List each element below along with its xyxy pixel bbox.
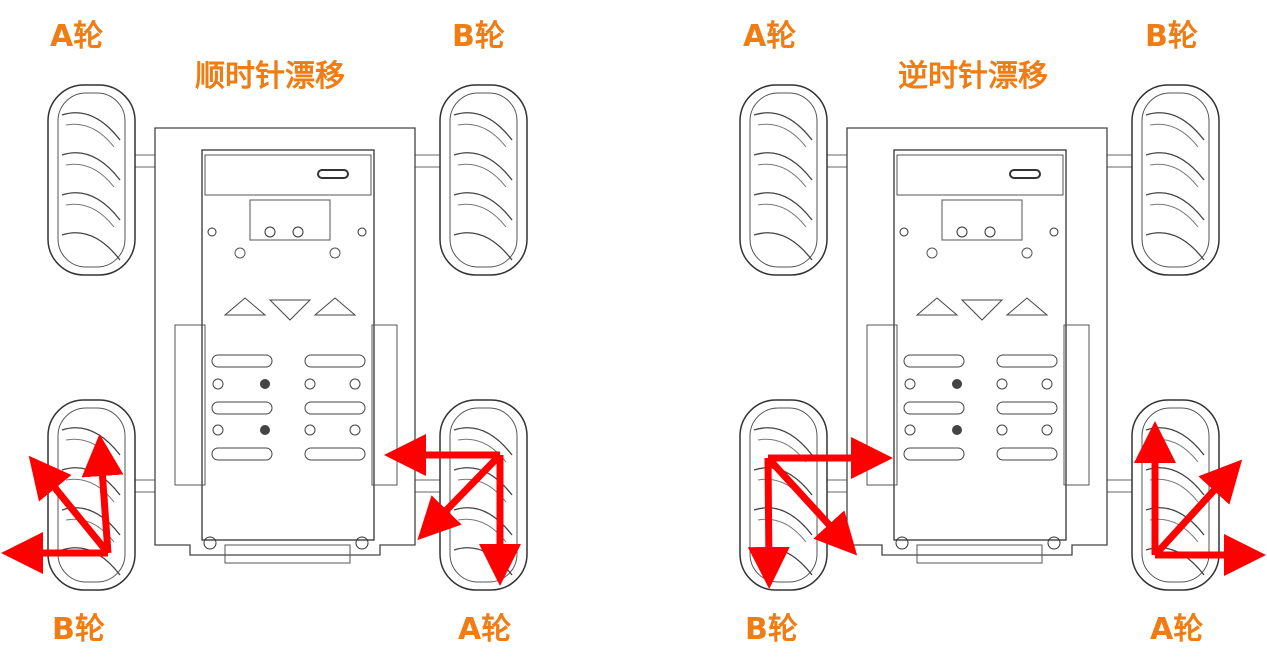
right-panel-title: 逆时针漂移 — [898, 59, 1048, 94]
arrow-icon — [81, 434, 124, 554]
arrow-icon — [747, 457, 790, 589]
wheel-label-bottom-left: B轮 — [52, 612, 105, 647]
force-arrows-left — [1, 434, 521, 586]
wheel-label-bottom-right: A轮 — [458, 612, 512, 647]
wheel-label-bottom-right: A轮 — [1150, 612, 1204, 647]
force-arrows-right — [747, 421, 1266, 589]
wheel-label-bottom-left: B轮 — [745, 612, 798, 647]
robot-clockwise — [48, 85, 527, 590]
wheel-label-top-left: A轮 — [743, 19, 797, 54]
left-panel-title: 顺时针漂移 — [195, 59, 345, 94]
arrow-icon — [28, 455, 111, 556]
robot-counterclockwise — [740, 85, 1219, 590]
wheel-label-top-right: B轮 — [1145, 19, 1198, 54]
arrow-icon — [1152, 459, 1243, 558]
wheel-label-top-right: B轮 — [452, 19, 505, 54]
wheel-label-top-left: A轮 — [50, 19, 104, 54]
arrow-icon — [765, 455, 858, 556]
arrow-icon — [417, 452, 503, 541]
